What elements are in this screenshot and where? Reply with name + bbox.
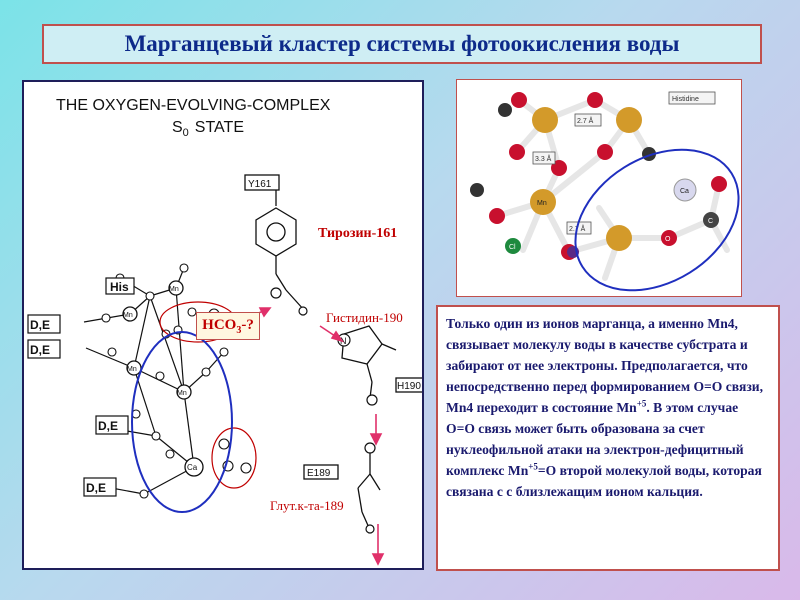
histidine-model-label: Histidine <box>672 96 699 103</box>
distance-label-2: 3.3 Å <box>535 154 552 163</box>
y161-label: Y161 <box>248 179 272 190</box>
title-box: Марганцевый кластер системы фотоокислени… <box>42 24 762 64</box>
de-label-4: D,E <box>86 481 106 495</box>
glutamate-o-atom <box>364 442 376 454</box>
tyrosine-h-atom <box>298 306 308 316</box>
distance-label-1: 2.7 Å <box>577 116 594 125</box>
histidine-structure <box>341 325 429 399</box>
hco3-label-box: HCO3-? <box>196 312 260 340</box>
ca-atom <box>184 457 204 477</box>
model-ca-atom <box>673 178 697 202</box>
diagram-heading-line1: THE OXYGEN-EVOLVING-COMPLEX <box>56 97 331 114</box>
model-c-label: C <box>708 218 713 225</box>
bicarbonate-highlight-ellipse <box>211 427 257 489</box>
mn-label-1: Mn <box>123 312 133 319</box>
model-cl-label: Cl <box>509 244 516 251</box>
mn4-ca-highlight-ellipse <box>131 331 233 513</box>
mn-atoms <box>122 280 192 400</box>
electron-transfer-arrows <box>235 307 385 566</box>
e189-label: E189 <box>307 468 331 479</box>
h190-label: H190 <box>397 381 421 392</box>
glutamate-annotation: Глут.к-та-189 <box>270 498 344 513</box>
histidine-n-label: N <box>340 336 347 346</box>
glutamate-structure <box>303 452 381 531</box>
tyrosine-annotation: Тирозин-161 <box>318 226 397 241</box>
mn-label-4: Mn <box>177 390 187 397</box>
y161-box <box>244 174 280 191</box>
mn-label-2: Mn <box>169 286 179 293</box>
model-highlight-ellipse <box>574 148 740 292</box>
de-label-3: D,E <box>98 419 118 433</box>
histidine-annotation: Гистидин-190 <box>326 310 403 325</box>
ca-label: Ca <box>187 463 198 472</box>
his-label: His <box>110 280 129 294</box>
de-label-2: D,E <box>30 343 50 357</box>
histidine-h-atom <box>366 394 378 406</box>
model-oxygen-atoms <box>489 92 727 260</box>
model-mn-label: Mn <box>537 200 547 207</box>
distance-labels <box>532 91 716 235</box>
tyrosine-structure <box>244 174 305 311</box>
de-label-1: D,E <box>30 318 50 332</box>
description-text: Только один из ионов марганца, а именно … <box>446 316 764 499</box>
structure-model-image: 2.7 Å 3.3 Å 2.7 Å Histidine Mn Ca Cl O C <box>456 79 742 297</box>
ball-and-stick-model: 2.7 Å 3.3 Å 2.7 Å Histidine Mn Ca Cl O C <box>470 91 740 292</box>
hco3-label: HCO3-? <box>202 316 254 336</box>
model-cl-atom <box>505 238 521 254</box>
glutamate-n-atom <box>365 524 375 534</box>
description-box: Только один из ионов марганца, а именно … <box>436 305 780 571</box>
model-o-label: O <box>665 236 671 243</box>
tyrosine-oxygen-atom <box>270 287 282 299</box>
model-mn-atoms <box>530 107 642 251</box>
model-ca-label: Ca <box>680 188 689 195</box>
residue-boxes <box>27 277 135 497</box>
slide-title: Марганцевый кластер системы фотоокислени… <box>124 31 680 56</box>
mn-label-3: Mn <box>127 366 137 373</box>
